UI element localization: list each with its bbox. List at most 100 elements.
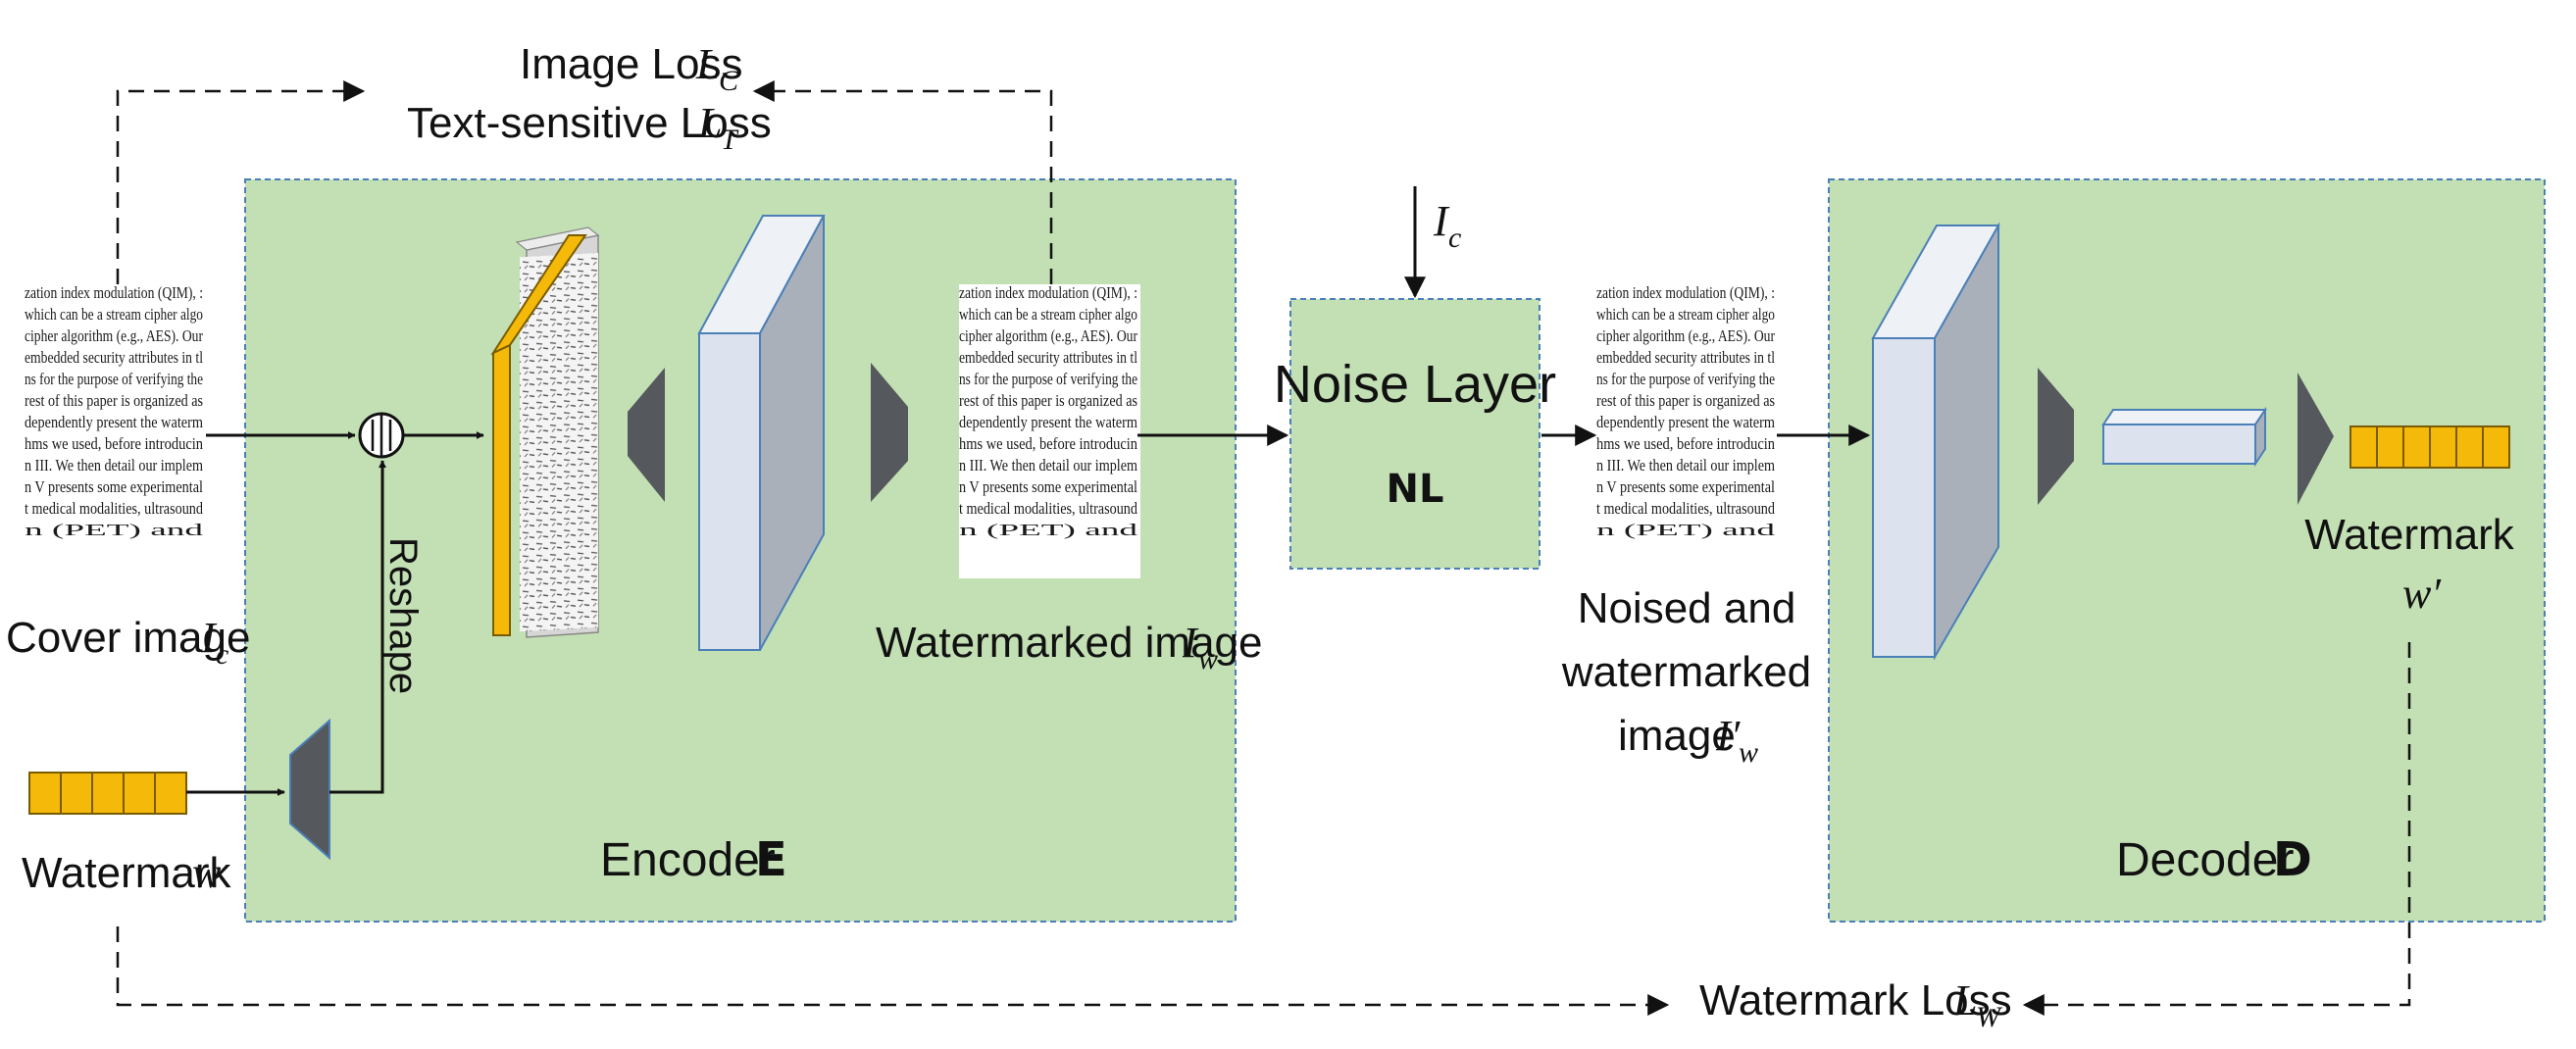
noise-layer-box [1289,298,1541,570]
document-text-line: n V presents some experimental [959,477,1137,496]
noised-image-label-line1: Noised and [1578,584,1796,632]
text-loss-subscript: T [721,124,739,156]
watermark-bit [123,772,156,815]
watermark-bit [91,772,125,815]
noise-input-symbol: I [1433,197,1450,245]
document-text-line: hms we used, before introducin [959,434,1137,453]
decoder-output-label: Watermark [2304,511,2514,559]
document-text-line: t medical modalities, ultrasound [25,499,203,518]
document-text-line: n (PET) and [25,521,204,539]
encoder-upsample-block [871,363,908,502]
decoder-output-block [2298,373,2334,505]
document-text-line: rest of this paper is organized as [959,391,1137,410]
encoder-title: Encoder [600,834,776,886]
encoder-title-bold: E [755,832,787,887]
watermark-loss-arrow-left [116,926,1670,1016]
cover-image-symbol: I [200,614,218,662]
document-text-line: zation index modulation (QIM), : [1596,283,1775,302]
noise-layer-abbr: NL [1387,467,1444,512]
encoder-conv-block [697,215,826,651]
reshape-arrow [329,460,386,794]
document-text-line: which can be a stream cipher algo [1596,305,1775,324]
cover-image-label: Cover image [6,614,250,662]
cover-image: zation index modulation (QIM), :which ca… [25,283,206,578]
document-text-line: n V presents some experimental [25,477,203,496]
document-background [959,284,1140,578]
concat-operator-icon [358,412,405,459]
document-text-line: cipher algorithm (e.g., AES). Our [1596,326,1775,345]
image-loss-label: Image Loss [520,40,742,88]
document-text-line: embedded security attributes in tl [1596,348,1775,367]
document-text-line: n (PET) and [1596,521,1776,539]
document-text-line: n V presents some experimental [1596,477,1775,496]
decoder-conv-block [1871,222,2000,661]
image-loss-arrow [116,80,366,284]
noise-input-subscript: c [1448,222,1461,254]
document-text-line: ns for the purpose of verifying the [959,370,1137,388]
document-text-line: dependently present the waterm [1596,413,1775,431]
document-text-line: n III. We then detail our implem [959,456,1137,475]
document-text-line: cipher algorithm (e.g., AES). Our [959,326,1137,345]
text-loss-arrow [752,80,1053,284]
watermarked-image-subscript: w [1198,643,1218,675]
watermark-bit [154,772,187,815]
decoder-downsample-block [2038,368,2074,505]
encoder-downsample-block [628,368,665,502]
image-loss-subscript: C [719,65,739,97]
watermark-input-label: Watermark [22,849,231,897]
document-text-line: embedded security attributes in tl [25,348,203,367]
document-text-line: dependently present the waterm [959,413,1137,431]
watermark-bit [2455,425,2484,469]
watermarked-image-symbol: I [1182,619,1199,667]
document-text-line: zation index modulation (QIM), : [959,283,1137,302]
decoder-fc-layer [2101,406,2267,468]
document-text-line: ns for the purpose of verifying the [25,370,203,388]
cover-image-subscript: c [216,638,228,671]
noised-image-symbol: I′ [1715,712,1742,760]
watermark-bit [2429,425,2457,469]
document-text-line: n III. We then detail our implem [1596,456,1775,475]
document-text-line: zation index modulation (QIM), : [25,283,203,302]
document-text-line: dependently present the waterm [25,413,203,431]
watermark-bit [2376,425,2404,469]
document-text-line: rest of this paper is organized as [1596,391,1775,410]
document-background [25,284,206,578]
watermark-bit [2402,425,2431,469]
document-text-line: n III. We then detail our implem [25,456,203,475]
noised-watermarked-image: zation index modulation (QIM), : which ca… [1596,283,1778,578]
document-text-line: hms we used, before introducin [25,434,203,453]
noised-image-label-line3: image [1618,712,1736,760]
noised-image-label-line2: watermarked [1561,648,1811,696]
watermarked-image-label: Watermarked image [876,619,1263,667]
watermark-bit [2482,425,2510,469]
document-background [1596,284,1778,578]
watermark-input-symbol: w [192,849,222,897]
concatenated-feature-map [490,226,600,638]
watermark-loss-arrow-right [2022,642,2411,1016]
document-text-line: rest of this paper is organized as [25,391,203,410]
watermark-loss-subscript: W [1976,1001,2003,1033]
fc-expand-block [289,718,330,861]
decoder-title: Decoder [2116,834,2294,886]
noise-layer-title: Noise Layer [1274,355,1556,414]
text-loss-label: Text-sensitive Loss [407,99,772,147]
document-text-line: which can be a stream cipher algo [959,305,1137,324]
text-loss-symbol: L [697,99,722,147]
decoder-output-symbol: w′ [2402,570,2442,618]
document-text-line: embedded security attributes in tl [959,348,1137,367]
watermark-loss-label: Watermark Loss [1699,976,2012,1024]
document-text-line: cipher algorithm (e.g., AES). Our [25,326,203,345]
document-text-line: ns for the purpose of verifying the [1596,370,1775,388]
watermark-loss-symbol: L [1952,976,1977,1024]
document-text-line: t medical modalities, ultrasound [1596,499,1775,518]
watermark-channel-layer [492,343,511,636]
noised-image-subscript: w [1739,736,1758,769]
decoder-title-bold: D [2273,832,2312,887]
document-text-line: n (PET) and [959,521,1138,539]
watermark-bits-output [2349,425,2510,469]
document-text-line: t medical modalities, ultrasound [959,499,1137,518]
watermarked-image: zation index modulation (QIM), : which ca… [959,283,1140,578]
reshape-label: Reshape [381,537,425,694]
image-loss-symbol: L [695,40,720,88]
